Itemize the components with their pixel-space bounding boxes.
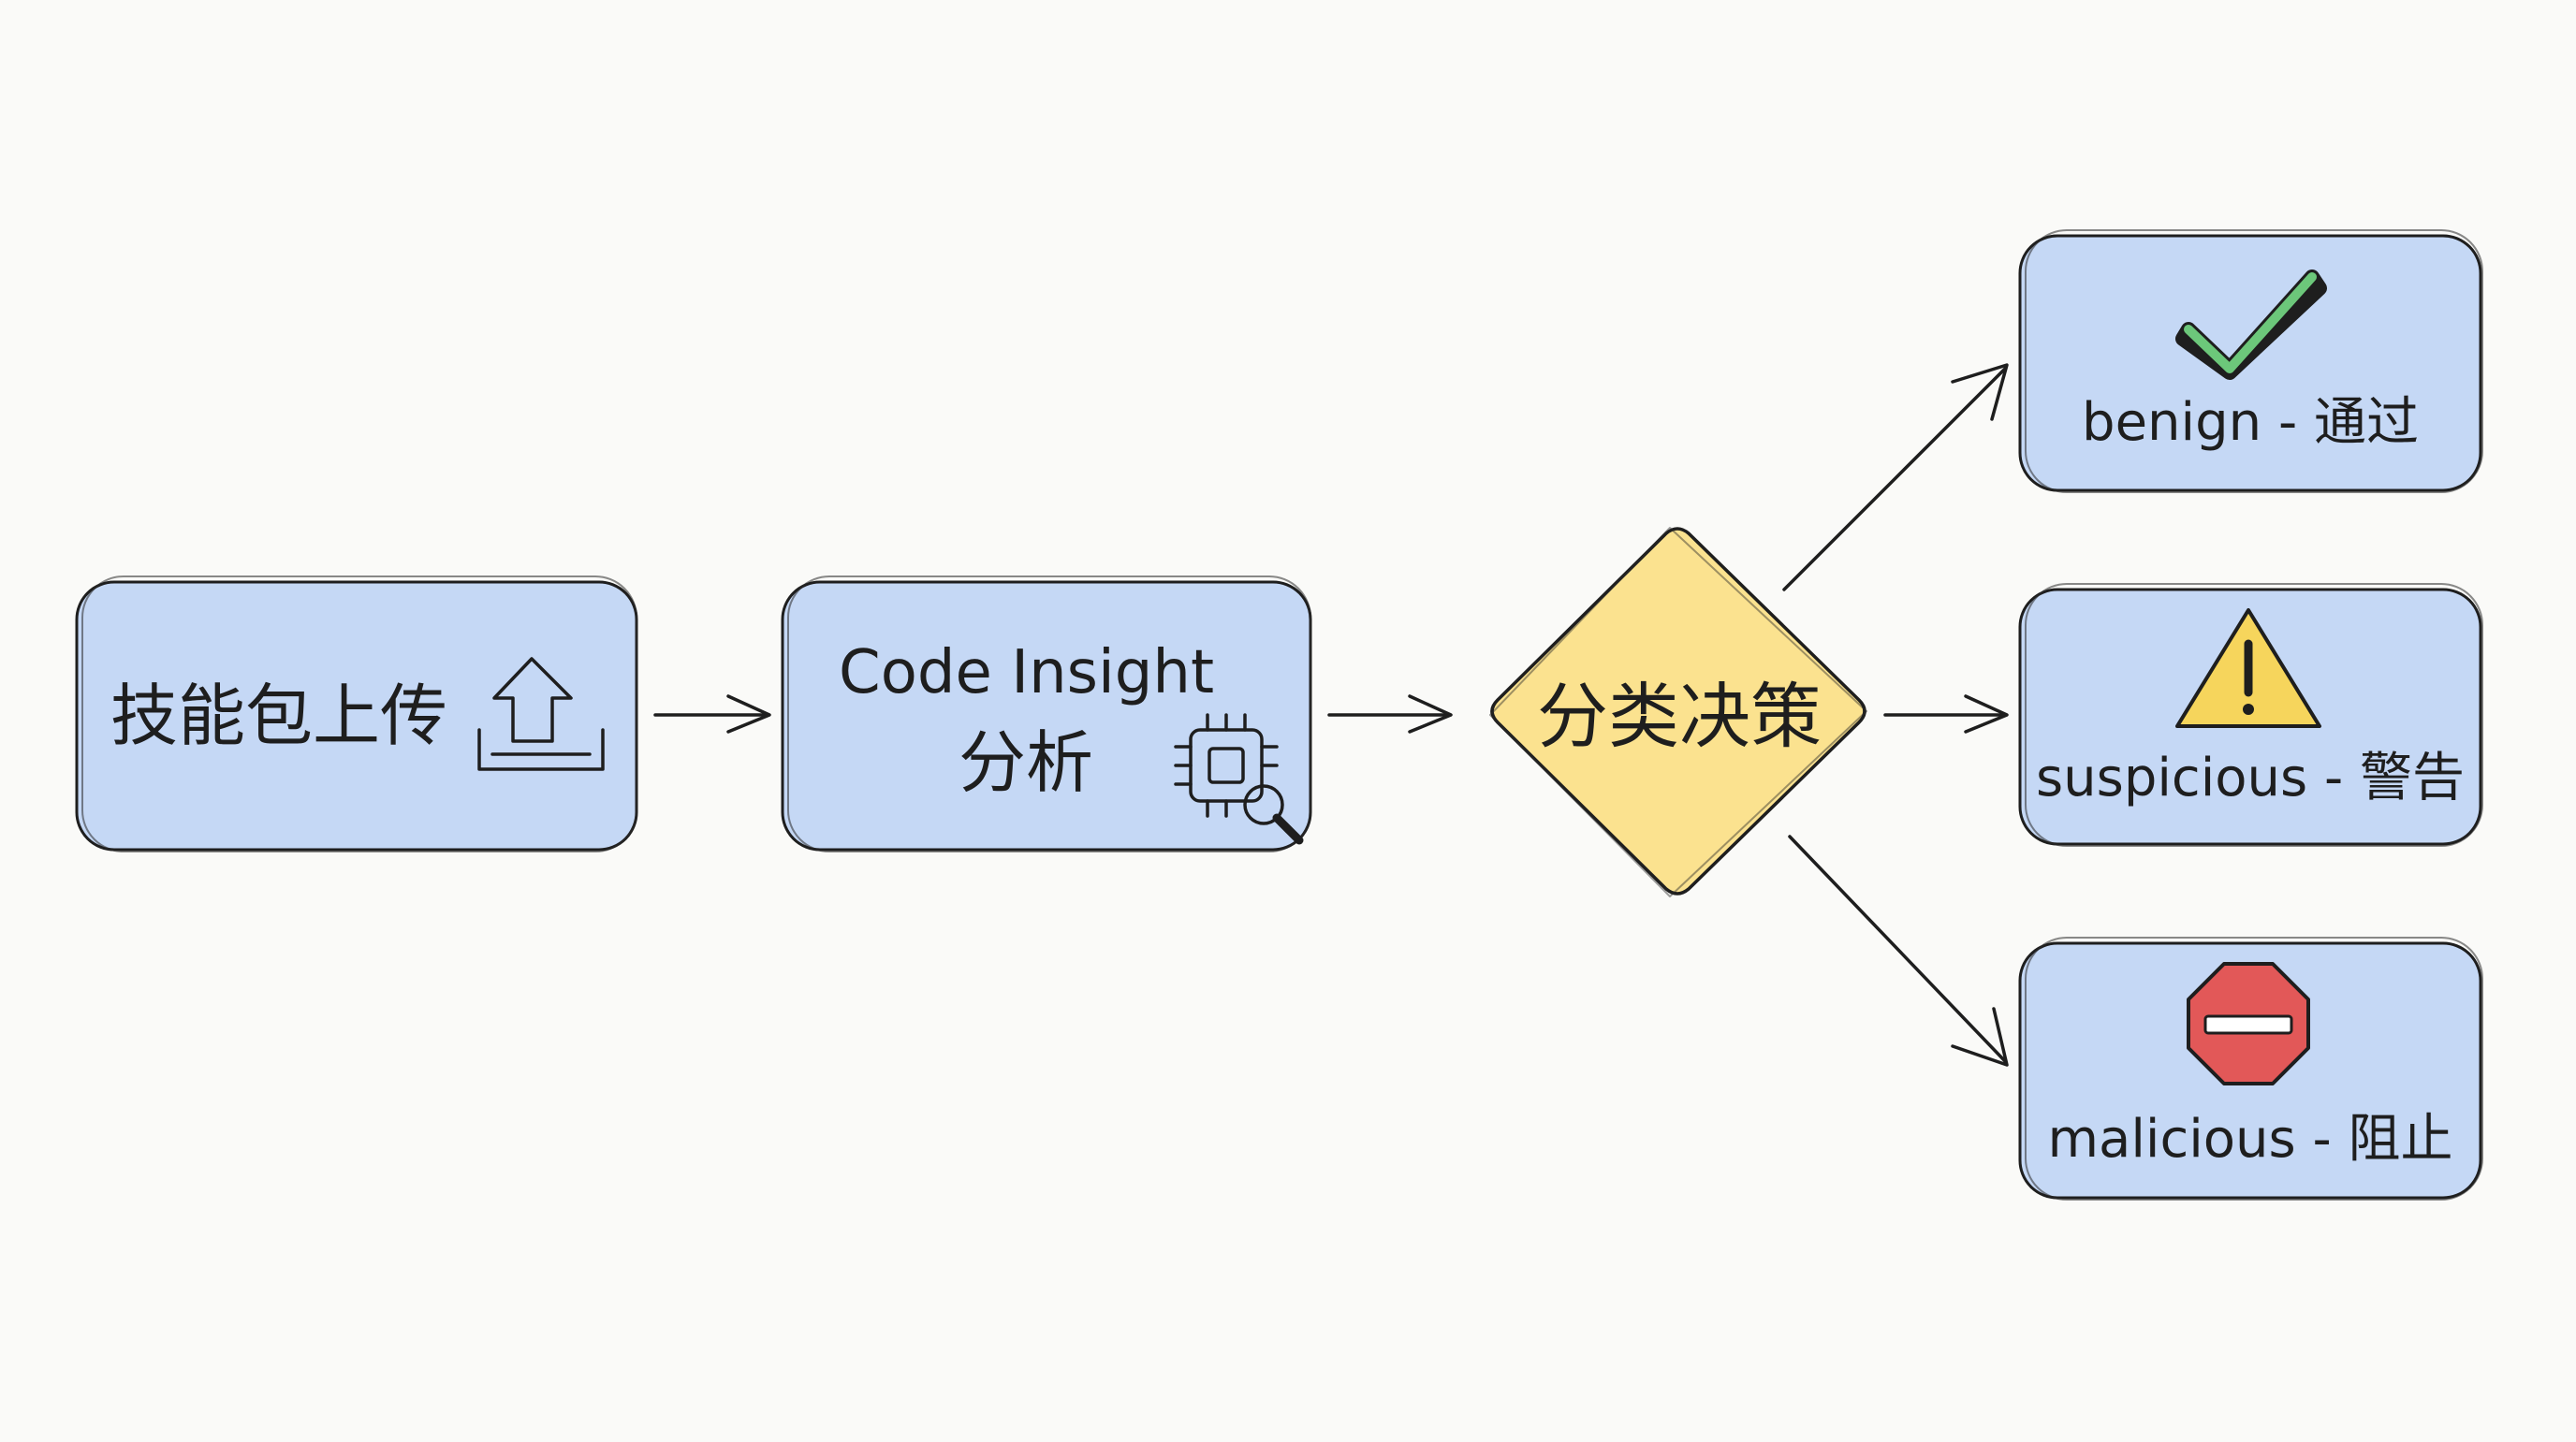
node-malicious-label: malicious - 阻止 (2047, 1109, 2452, 1170)
edge-decision-to-suspicious (1883, 694, 2009, 734)
node-malicious: malicious - 阻止 (2018, 937, 2483, 1201)
checkmark-icon (2175, 269, 2327, 380)
node-analysis-label-line1: Code Insight (839, 638, 1214, 707)
edge-analysis-to-decision (1327, 694, 1453, 734)
upload-icon (477, 657, 605, 771)
node-suspicious: suspicious - 警告 (2018, 583, 2483, 847)
node-benign-label: benign - 通过 (2082, 392, 2419, 453)
node-analysis: Code Insight 分析 (781, 575, 1312, 852)
node-upload-label: 技能包上传 (110, 677, 447, 755)
node-decision: 分类决策 (1489, 527, 1867, 897)
node-decision-label: 分类决策 (1537, 675, 1822, 758)
edge-decision-to-benign (1782, 363, 2009, 591)
chip-magnifier-icon (1174, 713, 1304, 845)
node-benign: benign - 通过 (2018, 229, 2483, 493)
edge-decision-to-malicious (1788, 835, 2009, 1067)
stop-icon (2187, 962, 2310, 1085)
node-upload: 技能包上传 (75, 575, 638, 852)
edge-upload-to-analysis (653, 694, 771, 734)
node-suspicious-label: suspicious - 警告 (2036, 748, 2465, 808)
warning-icon (2175, 608, 2321, 728)
node-analysis-label-line2: 分析 (959, 723, 1093, 802)
